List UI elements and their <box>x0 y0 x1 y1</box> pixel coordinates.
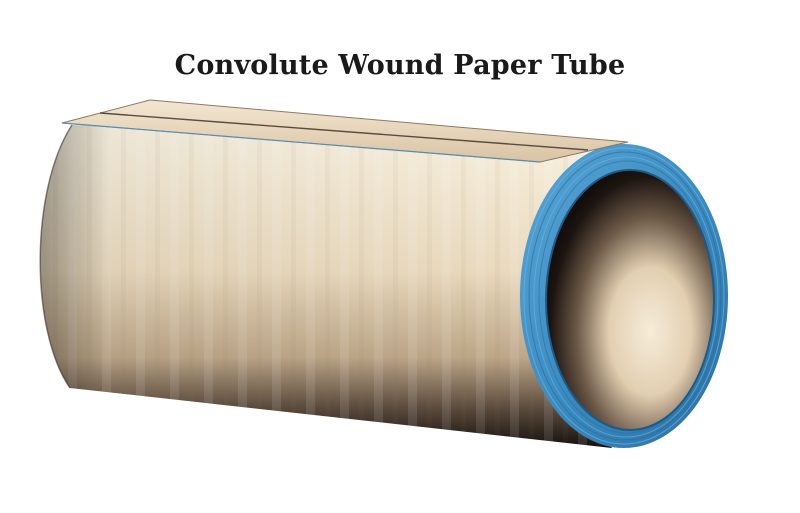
tube-body <box>39 124 628 448</box>
paper-flap <box>61 99 629 163</box>
tube-interior <box>545 169 715 431</box>
diagram-title: Convolute Wound Paper Tube <box>174 50 626 81</box>
